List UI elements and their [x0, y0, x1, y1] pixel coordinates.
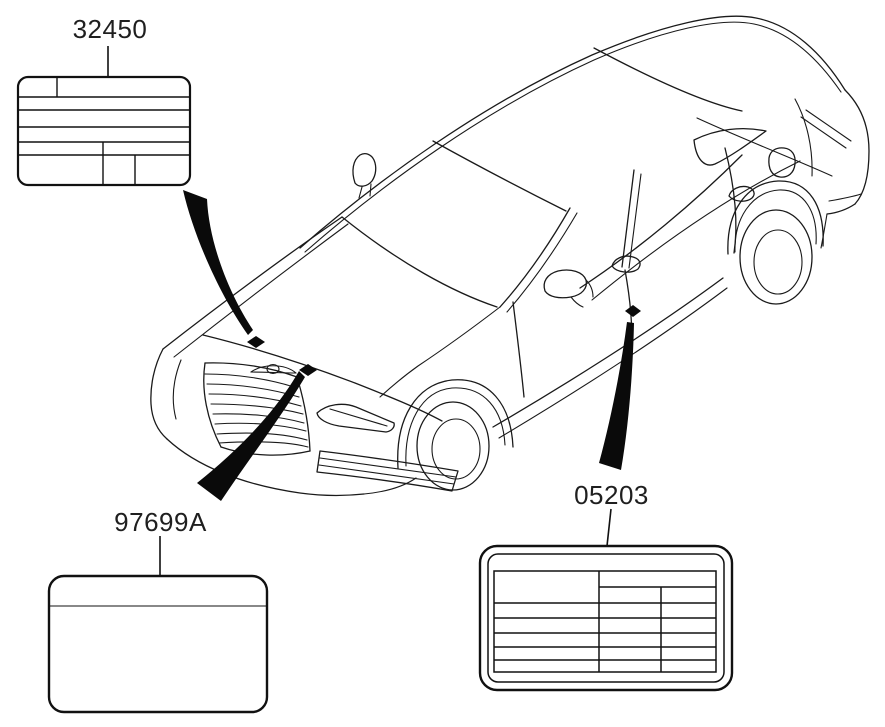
- part-number-97699A: 97699A: [114, 507, 207, 537]
- a-pillar-inner: [506, 212, 578, 313]
- windshield-bottom-edge: [341, 216, 498, 308]
- label-box-97699A: [47, 574, 269, 714]
- c-pillar-sail-line: [696, 117, 833, 177]
- part-number-32450: 32450: [72, 14, 148, 44]
- car-illustration: [150, 15, 870, 497]
- front-door-front-seam: [512, 301, 525, 398]
- hood-emblem: [250, 363, 297, 375]
- quarter-window: [693, 128, 767, 166]
- callout-pointers: [183, 190, 641, 501]
- hood-left-edge: [162, 216, 343, 350]
- fuel-door: [768, 147, 796, 178]
- leader-lines: [107, 46, 612, 576]
- b-pillar: [621, 169, 635, 268]
- front-wheel: [397, 379, 514, 491]
- rear-end: [794, 89, 870, 249]
- leader-line-05203: [606, 508, 612, 547]
- side-mirror-far: [352, 153, 377, 199]
- roofline-inner: [304, 21, 842, 253]
- windshield-top-edge: [432, 140, 567, 212]
- roofline-outer: [299, 15, 846, 249]
- door-b-pillar-marker: [625, 305, 641, 317]
- rocker-line-lower: [498, 287, 728, 439]
- part-number-05203: 05203: [574, 480, 649, 510]
- front-door-handle: [611, 255, 641, 273]
- beltline: [579, 154, 743, 289]
- callout-sweep-32450: [183, 190, 253, 335]
- hood-top-marker: [247, 336, 265, 348]
- b-pillar-inner: [628, 173, 642, 269]
- callout-sweep-05203: [599, 322, 634, 470]
- hood-left-crease: [173, 223, 349, 358]
- rear-wheel: [727, 180, 824, 305]
- rear-door-handle: [728, 185, 755, 202]
- hood-front-edge-marker: [299, 364, 317, 376]
- a-pillar: [499, 207, 571, 308]
- rocker-line: [492, 277, 724, 428]
- fender-crease: [379, 306, 501, 398]
- label-box-32450-grid: [18, 77, 190, 185]
- hood-front-edge: [202, 334, 443, 422]
- label-box-05203: [478, 544, 734, 692]
- roof-rear-edge: [593, 47, 743, 112]
- side-mirror-near: [543, 269, 594, 308]
- label-box-05203-table: [493, 570, 717, 673]
- callout-sweep-97699A: [197, 371, 305, 501]
- tail-light: [805, 109, 852, 142]
- front-bumper: [150, 348, 459, 497]
- character-line: [591, 160, 801, 301]
- headlight: [316, 403, 395, 433]
- label-box-32450: [16, 75, 192, 187]
